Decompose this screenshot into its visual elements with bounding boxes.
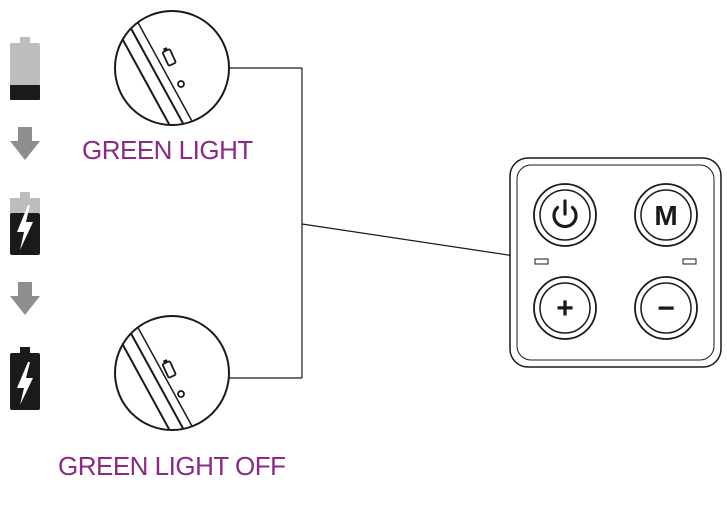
label-green-light: GREEN LIGHT (82, 135, 253, 165)
minus-button[interactable]: − (634, 276, 698, 340)
battery-indicator-icon (162, 359, 177, 379)
plus-button[interactable]: + (533, 276, 597, 340)
label-green-light-off: GREEN LIGHT OFF (58, 451, 286, 481)
indicator-led-right (682, 258, 697, 265)
pointer-arrow (301, 223, 534, 262)
battery-charging-icon (10, 192, 40, 255)
power-icon (552, 199, 578, 229)
indicator-led-left (534, 258, 549, 265)
mode-button[interactable]: M (634, 183, 698, 247)
indicator-led (177, 390, 185, 398)
connector-bracket (229, 67, 303, 379)
battery-low-icon (10, 37, 40, 100)
down-arrow-icon (10, 127, 40, 160)
battery-indicator-icon (162, 47, 177, 67)
power-button[interactable] (533, 183, 597, 247)
down-arrow-icon (10, 282, 40, 315)
remote-control: M + − (509, 157, 722, 368)
mode-button-label: M (654, 200, 677, 231)
battery-full-charging-icon (10, 347, 40, 410)
minus-button-label: − (657, 292, 675, 325)
plus-button-label: + (556, 292, 574, 325)
magnifier-top (114, 10, 230, 126)
indicator-led (177, 80, 185, 88)
magnifier-bottom (114, 315, 230, 431)
